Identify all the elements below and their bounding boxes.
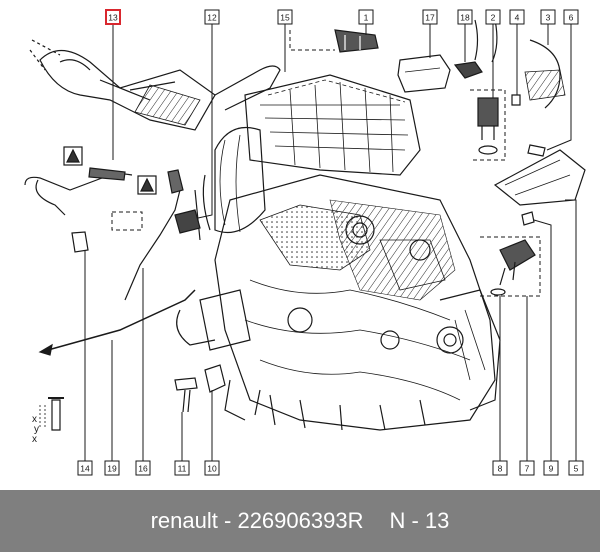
callout-number: 13 bbox=[108, 13, 118, 23]
dimension-letter: x bbox=[32, 434, 37, 445]
callout-number: 3 bbox=[546, 13, 551, 23]
leader-lines bbox=[84, 24, 577, 461]
callout-6: 6 bbox=[563, 9, 579, 25]
callout-number: 15 bbox=[280, 13, 290, 23]
callout-1: 1 bbox=[358, 9, 374, 25]
callout-number: 14 bbox=[80, 464, 90, 474]
diagram-reference: N - 13 bbox=[389, 508, 450, 533]
callout-number: 7 bbox=[525, 464, 530, 474]
callout-5: 5 bbox=[568, 460, 584, 476]
callout-7: 7 bbox=[519, 460, 535, 476]
callout-18: 18 bbox=[457, 9, 473, 25]
callout-9: 9 bbox=[543, 460, 559, 476]
callout-number: 6 bbox=[569, 13, 574, 23]
callout-16: 16 bbox=[135, 460, 151, 476]
callout-8: 8 bbox=[492, 460, 508, 476]
callout-number: 16 bbox=[138, 464, 148, 474]
callout-3: 3 bbox=[540, 9, 556, 25]
callout-number: 17 bbox=[425, 13, 435, 23]
warning-hand-icon bbox=[63, 146, 83, 166]
dimension-letter: x bbox=[32, 414, 37, 425]
callout-number: 10 bbox=[207, 464, 217, 474]
brand-name: renault bbox=[150, 508, 218, 533]
callout-number: 19 bbox=[107, 464, 117, 474]
sensor-parts bbox=[334, 19, 586, 296]
callout-number: 11 bbox=[178, 464, 187, 474]
callout-number: 2 bbox=[491, 13, 496, 23]
callout-11: 11 bbox=[174, 460, 190, 476]
engine-block-drawing bbox=[29, 39, 501, 431]
oxygen-sensor-parts bbox=[24, 146, 226, 431]
callout-12: 12 bbox=[204, 9, 220, 25]
callout-17: 17 bbox=[422, 9, 438, 25]
part-number: 226906393R bbox=[237, 508, 364, 533]
part-footer: renault - 226906393R N - 13 bbox=[0, 490, 600, 552]
callout-number: 8 bbox=[498, 464, 503, 474]
callout-15: 15 bbox=[277, 9, 293, 25]
callout-labels: 13 12 15 1 17 18 2 4 3 6 14 19 16 11 10 8 7 9 5 bbox=[77, 9, 584, 476]
callout-number: 5 bbox=[574, 464, 579, 474]
callout-4: 4 bbox=[509, 9, 525, 25]
callout-number: 1 bbox=[364, 13, 369, 23]
callout-14: 14 bbox=[77, 460, 93, 476]
group-boxes bbox=[111, 30, 541, 297]
exploded-engine-diagram: 13 12 15 1 17 18 2 4 3 6 14 19 16 11 10 8 7 9 5 x y x bbox=[24, 9, 586, 476]
callout-number: 9 bbox=[549, 464, 554, 474]
callout-19: 19 bbox=[104, 460, 120, 476]
callout-number: 4 bbox=[515, 13, 520, 23]
callout-2: 2 bbox=[485, 9, 501, 25]
callout-13: 13 bbox=[105, 9, 121, 25]
dimension-letter: y bbox=[34, 424, 39, 435]
callout-number: 12 bbox=[207, 13, 217, 23]
callout-10: 10 bbox=[204, 460, 220, 476]
callout-number: 18 bbox=[460, 13, 470, 23]
warning-hand-icon bbox=[137, 175, 157, 195]
